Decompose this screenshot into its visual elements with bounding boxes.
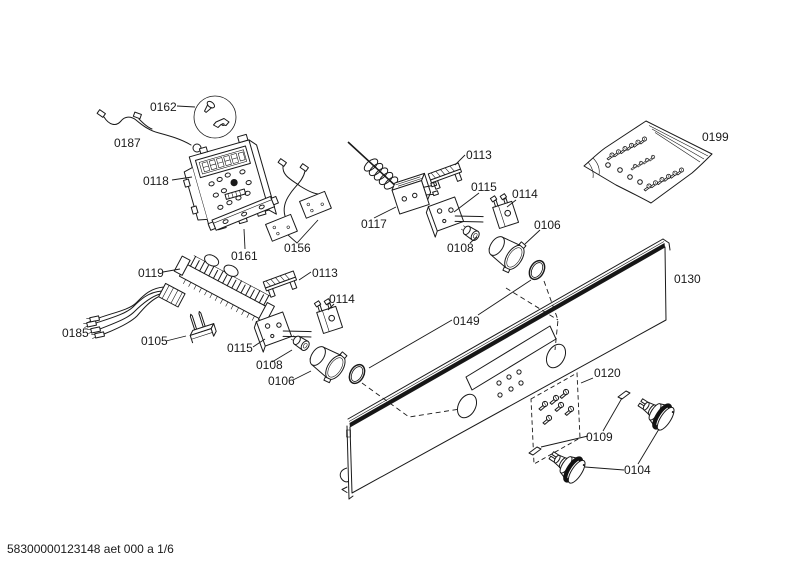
label-0162: 0162 [150, 100, 177, 114]
label-0105: 0105 [141, 334, 168, 348]
part-knob-left [544, 444, 588, 485]
label-0199: 0199 [702, 130, 729, 144]
part-switch-bank [173, 254, 275, 324]
label-0185: 0185 [62, 326, 89, 340]
leader-lines [162, 105, 660, 471]
label-0114-left: 0114 [329, 292, 355, 306]
label-0109: 0109 [586, 430, 613, 444]
part-lamp-glass-left [303, 338, 352, 387]
label-0118: 0118 [143, 174, 169, 188]
part-wiring-harness [83, 282, 186, 340]
label-0104: 0104 [624, 463, 651, 477]
display-digits [201, 151, 246, 173]
document-number: 58300000123148 aet 000 a 1/6 [7, 542, 174, 556]
part-seal-ring-top [525, 257, 549, 283]
harness-terminals [83, 315, 105, 340]
bag-screws [605, 135, 685, 193]
assembly-guide-lines [361, 280, 559, 418]
part-hardware-bag [583, 120, 713, 204]
part-knob-right [633, 391, 677, 432]
label-0161: 0161 [231, 249, 258, 263]
part-thermostat [347, 141, 439, 215]
label-0187: 0187 [114, 136, 141, 150]
label-0106-left: 0106 [268, 374, 295, 388]
label-0106-top: 0106 [534, 218, 561, 232]
label-0113-left: 0113 [312, 266, 338, 280]
callout-labels: 0162 0187 0118 0161 0156 0117 0113 0115 … [62, 100, 729, 477]
label-0108-top: 0108 [447, 241, 474, 255]
knob-hole-right [545, 343, 567, 369]
label-0120: 0120 [594, 366, 621, 380]
label-0119: 0119 [138, 266, 164, 280]
button-holes [496, 369, 524, 398]
part-lamp-glass-top [482, 228, 531, 277]
label-0115-top: 0115 [471, 180, 497, 194]
knob-hole-left [456, 393, 478, 419]
label-0117: 0117 [361, 217, 387, 231]
part-lamp-top [458, 222, 482, 243]
label-0114-top: 0114 [512, 187, 538, 201]
part-bracket-left [262, 270, 300, 299]
part-earth-straps [265, 158, 332, 242]
part-control-panel [339, 238, 671, 500]
label-0130: 0130 [674, 272, 701, 286]
part-clip-right [617, 390, 631, 400]
timer-display [194, 145, 251, 179]
label-0149: 0149 [453, 314, 480, 328]
part-sensor-wire [96, 109, 202, 153]
label-0115-left: 0115 [227, 341, 253, 355]
hinge-hook [339, 467, 349, 483]
screw-detail [204, 100, 216, 113]
part-mounting-rail [207, 195, 279, 231]
part-lamp-left [288, 332, 312, 353]
part-detail-circle [193, 95, 237, 139]
label-0156: 0156 [284, 241, 311, 255]
timer-buttons [208, 169, 252, 210]
label-0113-top: 0113 [466, 148, 492, 162]
label-0108-left: 0108 [256, 358, 283, 372]
bracket-detail [213, 118, 230, 128]
part-seal-ring-left [345, 361, 369, 387]
part-clip-left [528, 446, 542, 456]
part-support-bracket [189, 310, 217, 344]
